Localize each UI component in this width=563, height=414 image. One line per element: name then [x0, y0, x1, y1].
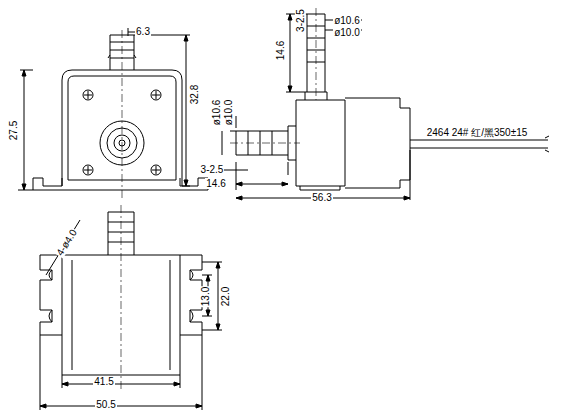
- dimension: 32.8: [190, 83, 201, 104]
- dimension: 6.3: [135, 26, 151, 37]
- diameter: ø10.0: [333, 27, 361, 38]
- side-view: [220, 8, 549, 200]
- dimension: 3-2.5: [200, 164, 225, 175]
- dimension: 3-2.5: [294, 8, 305, 33]
- dimension: 22.0: [221, 285, 232, 306]
- diameter: ø10.6: [211, 98, 222, 126]
- diameter: ø10.0: [223, 98, 234, 126]
- dimension: 27.5: [9, 119, 20, 140]
- dimension: 14.6: [205, 178, 226, 189]
- dimension: 56.3: [311, 192, 332, 203]
- front-view: [18, 28, 208, 200]
- diameter: ø10.6: [333, 15, 361, 26]
- dimension: 50.5: [95, 399, 116, 410]
- dimension: 41.5: [93, 376, 114, 387]
- dimension: 14.6: [276, 39, 287, 60]
- hole-callout: 4-ø4.0: [53, 226, 79, 258]
- dimension: 13.0: [201, 285, 212, 306]
- wire-spec: 2464 24# 红/黑350±15: [426, 127, 529, 138]
- bottom-view: [40, 205, 222, 410]
